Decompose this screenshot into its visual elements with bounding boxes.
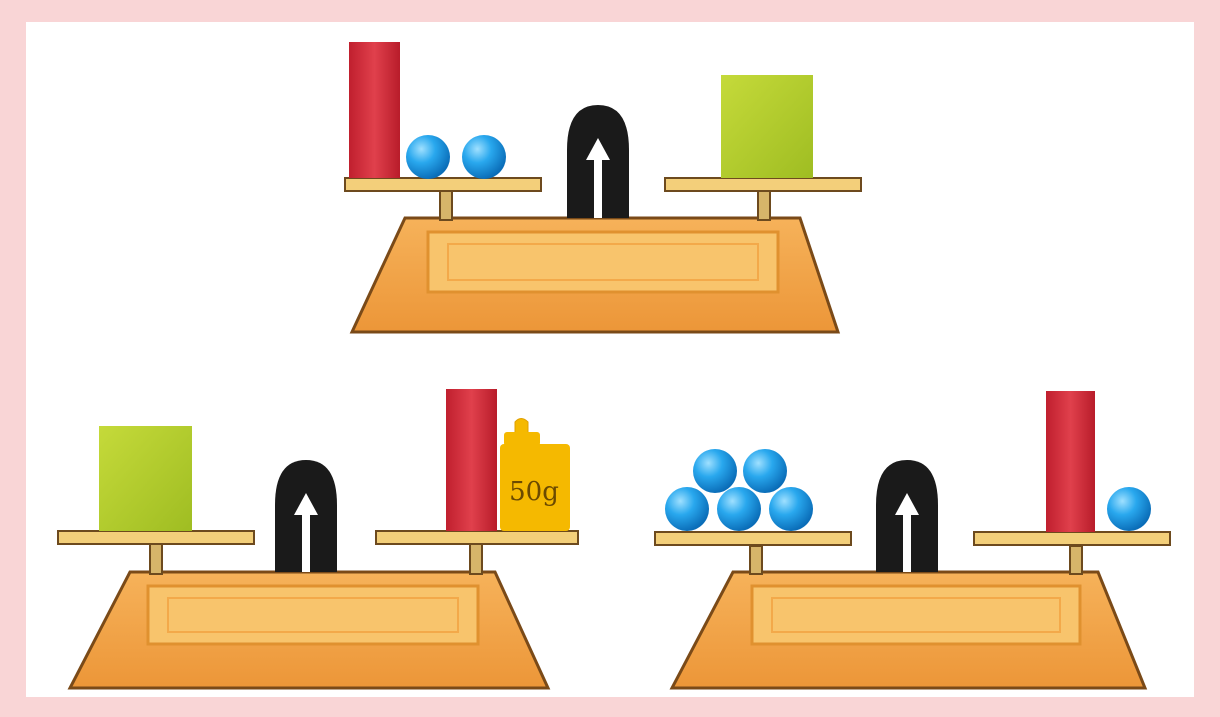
left-pan [58,531,254,544]
blue-ball [743,449,787,493]
left-post [750,546,762,574]
blue-ball [462,135,506,179]
right-post [470,544,482,574]
blue-ball [665,487,709,531]
right-pan [376,531,578,544]
pointer-arrow-icon [876,460,938,572]
left-post [150,544,162,574]
scale-bottom-right [655,391,1170,688]
right-post [758,190,770,220]
right-pan [665,178,861,191]
left-pan [655,532,851,545]
weight-label: 50g [509,477,559,507]
green-block [99,426,192,531]
scale-base-panel [148,586,478,644]
scale-bottom-left: 50g [58,389,578,688]
pointer-arrow-icon [275,460,337,572]
weight: 50g [500,419,570,532]
scale-base-panel [428,232,778,292]
blue-ball [406,135,450,179]
scale-top [345,42,861,332]
green-block [721,75,813,178]
scale-base-panel [752,586,1080,644]
red-block [349,42,400,178]
left-post [440,190,452,220]
right-pan [974,532,1170,545]
right-post [1070,546,1082,574]
pointer-arrow-icon [567,105,629,218]
blue-ball [693,449,737,493]
blue-ball [1107,487,1151,531]
blue-ball [769,487,813,531]
red-block [446,389,497,531]
left-pan [345,178,541,191]
blue-ball [717,487,761,531]
red-block [1046,391,1095,532]
